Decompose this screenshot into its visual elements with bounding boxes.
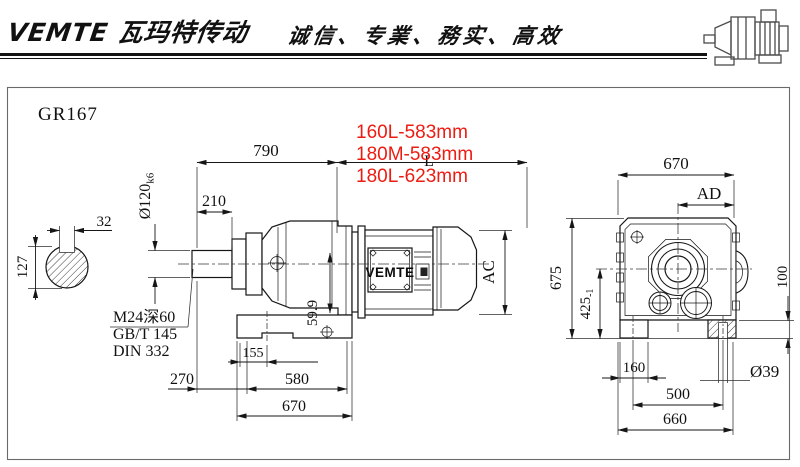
end-view-dimensions: 670 AD 675 425-1 100 160 500 660 [548, 154, 794, 435]
dim-section-height: 127 [15, 255, 31, 278]
end-view-left-foot [619, 319, 649, 339]
motor-option-annotations: 160L-583mm 180M-583mm 180L-623mm [356, 122, 473, 187]
side-view: VEMTE [178, 220, 490, 342]
dim-foot-hole-offset: 155 [243, 346, 264, 361]
dim-motor-diameter: AC [479, 260, 498, 284]
dim-center-height: 425-1 [578, 289, 596, 320]
dim-overall-length: 790 [253, 141, 279, 160]
dim-housing-width: 670 [663, 154, 689, 173]
header-rule-thin [0, 58, 707, 59]
dim-shaft-length: 210 [202, 193, 226, 210]
dim-foot-pad-width: 160 [623, 360, 646, 376]
dim-motor-length-label: L [424, 153, 434, 170]
foot-bolt-icon [320, 325, 334, 339]
secondary-bores [648, 287, 712, 319]
note-standard-din: DIN 332 [113, 343, 169, 360]
model-number: GR167 [38, 104, 98, 125]
motor-option-1: 160L-583mm [356, 122, 468, 143]
dim-foot-height: 59.9 [305, 300, 321, 326]
dim-bolt-hole-diameter: Ø39 [750, 362, 779, 381]
dim-foot-hole-span: 580 [285, 371, 309, 388]
gearmotor-icon [703, 9, 789, 66]
dim-center-to-edge: AD [697, 184, 722, 203]
fan-cover [432, 226, 478, 311]
dim-foot-thickness: 100 [775, 266, 791, 289]
shaft-section-detail: 32 127 [15, 214, 112, 300]
motor-option-3: 180L-623mm [356, 166, 468, 187]
header-rule-thick [0, 53, 707, 56]
drawing-frame [6, 86, 791, 461]
side-view-dimensions: 790 L 210 Ø120k6 AC 59.9 M24深60 GB/T 145… [110, 141, 528, 421]
motor-panel-screws [369, 249, 411, 291]
dim-bolt-hole-span: 500 [666, 386, 690, 403]
housing-screw-icon [630, 230, 644, 244]
dim-overall-height: 675 [548, 266, 565, 290]
note-standard-gb: GB/T 145 [113, 326, 177, 343]
dim-base-width: 660 [663, 411, 687, 428]
housing-center-screw-icon [268, 254, 286, 272]
mounting-foot [236, 314, 353, 339]
dim-shaft-diameter: Ø120k6 [137, 172, 157, 219]
dim-shaft-to-foot: 270 [170, 371, 194, 388]
dim-key-width: 32 [97, 214, 112, 230]
motor-brand-label: VEMTE [365, 265, 414, 280]
end-view [596, 203, 752, 343]
dim-foot-length: 670 [282, 398, 306, 415]
note-tapped-hole: M24深60 [113, 308, 175, 326]
motor-option-2: 180M-583mm [356, 144, 473, 165]
